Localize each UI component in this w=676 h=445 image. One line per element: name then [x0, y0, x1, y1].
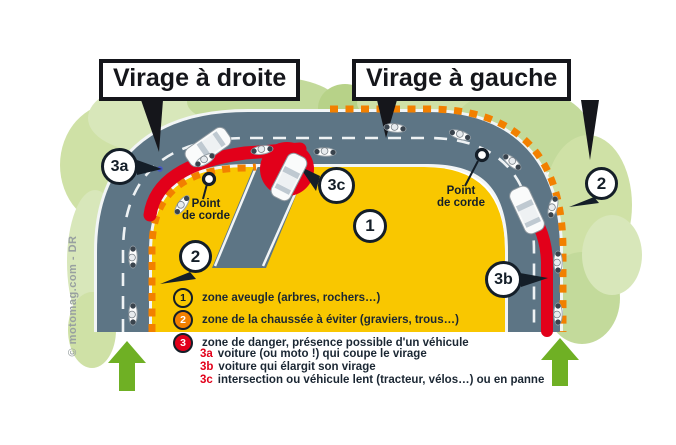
motorcycle-icon: [547, 195, 559, 219]
apex-marker-left: [201, 171, 217, 187]
title-tail-left-turn-b: [581, 100, 599, 160]
watermark-credit: © motomag.com - DR: [67, 235, 79, 357]
orange-dashed-border-inner: [148, 163, 257, 332]
apex-label-right: Point de corde: [420, 185, 502, 209]
motorcycle-icon: [553, 250, 563, 274]
title-tail-right-turn: [141, 100, 163, 152]
title-right-turn: Virage à droite: [99, 59, 301, 101]
apex-label-left-line2: de corde: [182, 209, 230, 222]
title-left-turn: Virage à gauche: [352, 59, 572, 101]
callout-tail-2-right: [569, 197, 599, 207]
callout-zone1: 1: [353, 209, 387, 243]
motorcycle-icon: [553, 302, 563, 326]
orange-dashed-border-outer: [330, 105, 567, 332]
callout-tail-3a: [137, 160, 162, 175]
motorcycle-icon: [383, 123, 407, 133]
callout-zone3a: 3a: [101, 148, 138, 185]
callout-tail-2-left: [160, 272, 196, 284]
apex-marker-line-left: [202, 183, 208, 200]
motorcycle-icon: [128, 245, 138, 269]
apex-label-left-line1: Point: [191, 198, 221, 210]
title-tail-left-turn-a: [377, 100, 397, 138]
callout-tail-3c: [299, 166, 320, 191]
callout-tail-3b: [520, 273, 548, 287]
callout-zone2-left: 2: [179, 240, 212, 273]
motorcycle-icon: [128, 302, 138, 326]
callout-zone2-right: 2: [585, 167, 618, 200]
apex-marker-line-right: [464, 160, 479, 187]
branch-road-edge-line: [213, 157, 262, 267]
motorcycle-icon: [174, 195, 190, 215]
motorcycle-icon: [502, 153, 522, 171]
red-zone-3a: [143, 142, 307, 222]
up-arrow-left-icon: [108, 341, 146, 391]
car-intersection-icon: [270, 152, 308, 202]
apex-marker-right: [474, 147, 490, 163]
motorcycle-icon: [313, 147, 337, 157]
motorcycle-icon: [194, 152, 216, 168]
motorcycle-icon: [448, 129, 472, 141]
apex-label-right-line2: de corde: [437, 196, 485, 209]
apex-label-left: Point de corde: [165, 198, 247, 222]
apex-label-right-line1: Point: [446, 185, 476, 197]
car-widening-turn-icon: [509, 185, 545, 235]
up-arrow-right-icon: [541, 338, 579, 386]
callout-zone3b: 3b: [485, 261, 522, 298]
callout-zone3c: 3c: [318, 167, 355, 204]
motorcycle-icon: [250, 145, 274, 155]
